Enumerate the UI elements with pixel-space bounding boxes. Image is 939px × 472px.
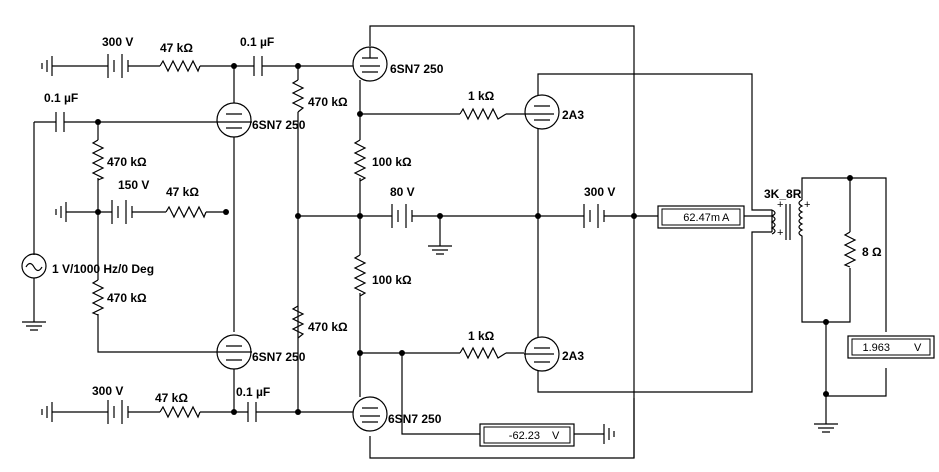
label-r-load: 8 Ω <box>862 245 882 259</box>
label-r-100-bot: 100 kΩ <box>372 273 412 287</box>
label-r-470-top: 470 kΩ <box>308 95 348 109</box>
label-v-80: 80 V <box>390 185 415 199</box>
ground-icon <box>22 56 838 444</box>
label-source: 1 V/1000 Hz/0 Deg <box>52 262 154 276</box>
label-tube-b: 6SN7 250 <box>252 118 306 132</box>
label-tube-d: 6SN7 250 <box>388 412 442 426</box>
label-v-300-right: 300 V <box>584 185 615 199</box>
ammeter-value: 62.47m <box>683 212 720 224</box>
label-r-grid-top: 470 kΩ <box>107 155 147 169</box>
label-tube-f: 2A3 <box>562 349 584 363</box>
voltmeter-bias-display: -62.23 V <box>479 423 575 447</box>
voltmeter-output-unit: V <box>914 342 922 354</box>
label-c-bot: 0.1 µF <box>236 385 270 399</box>
ammeter-display: 62.47m A <box>657 205 745 229</box>
transformer-icon: + + + <box>770 199 810 240</box>
component-labels: 300 V 47 kΩ 0.1 µF 0.1 µF 470 kΩ 150 V 4… <box>44 35 882 426</box>
label-c-top: 0.1 µF <box>240 35 274 49</box>
label-r-bot-left: 47 kΩ <box>155 391 188 405</box>
capacitor-icon <box>55 56 276 422</box>
label-v-mid: 150 V <box>118 178 149 192</box>
ammeter-unit: A <box>722 212 730 224</box>
battery-icon <box>107 54 610 424</box>
svg-text:+: + <box>777 227 783 239</box>
svg-text:+: + <box>777 199 783 211</box>
voltmeter-output-display: 1.963 V <box>847 335 935 359</box>
ac-source-icon <box>21 253 47 279</box>
label-tube-c: 6SN7 250 <box>252 350 306 364</box>
label-v-bot-left: 300 V <box>92 384 123 398</box>
label-r-1k-bot: 1 kΩ <box>468 329 495 343</box>
svg-text:+: + <box>804 199 810 211</box>
label-tube-a: 6SN7 250 <box>390 62 444 76</box>
resistor-icon <box>91 59 857 419</box>
label-transformer: 3K_8R <box>764 187 802 201</box>
label-r-mid: 47 kΩ <box>166 185 199 199</box>
junctions <box>95 63 853 415</box>
voltmeter-bias-unit: V <box>552 430 560 442</box>
voltmeter-output-value: 1.963 <box>862 342 890 354</box>
triode-icon <box>216 46 560 432</box>
label-r-grid-bot: 470 kΩ <box>107 291 147 305</box>
label-v-top-left: 300 V <box>102 35 133 49</box>
label-r-100-top: 100 kΩ <box>372 155 412 169</box>
label-r-1k-top: 1 kΩ <box>468 89 495 103</box>
label-tube-e: 2A3 <box>562 108 584 122</box>
label-c-in: 0.1 µF <box>44 91 78 105</box>
label-r-470-bot: 470 kΩ <box>308 320 348 334</box>
label-r-top-left: 47 kΩ <box>160 41 193 55</box>
voltmeter-bias-value: -62.23 <box>509 430 540 442</box>
